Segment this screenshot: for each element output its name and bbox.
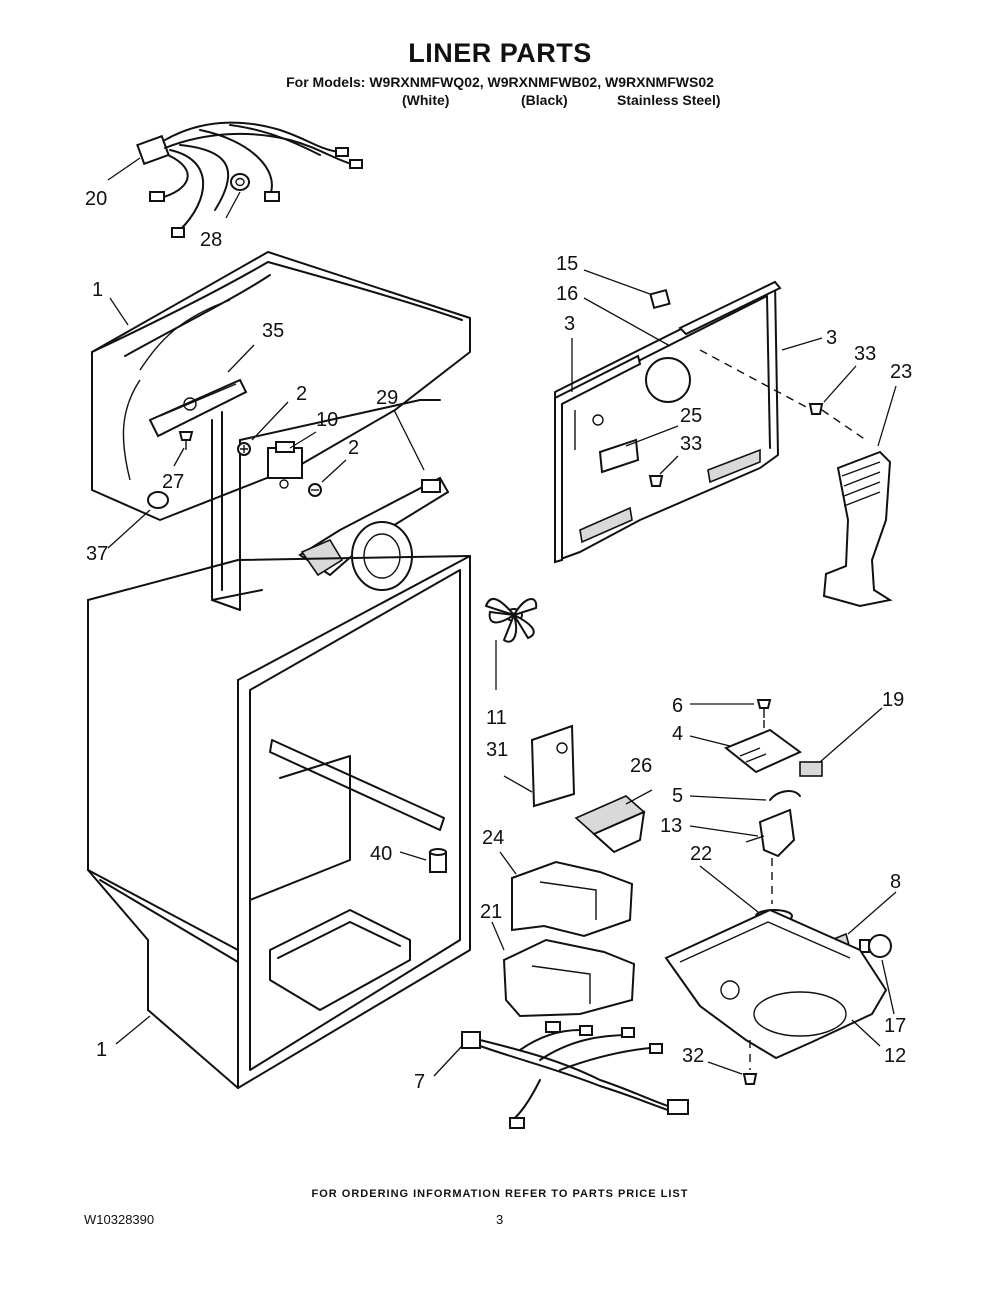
callout-17: 17	[884, 1015, 906, 1037]
callout-28: 28	[200, 229, 222, 251]
callout-25: 25	[680, 405, 702, 427]
bracket-35	[148, 378, 248, 438]
screw-2a	[237, 442, 251, 456]
fan-blade-11	[484, 598, 538, 643]
callout-27: 27	[162, 471, 184, 493]
callout-31: 31	[486, 739, 508, 761]
callout-2-b: 2	[348, 437, 359, 459]
variant-white: (White)	[402, 92, 450, 108]
screw-27	[178, 431, 194, 450]
callout-33-b: 33	[680, 433, 702, 455]
clip-5	[769, 790, 801, 801]
callout-32: 32	[682, 1045, 704, 1067]
callout-16: 16	[556, 283, 578, 305]
screw-33a	[808, 403, 824, 415]
control-board-4	[724, 728, 802, 774]
variant-stainless: Stainless Steel)	[617, 92, 721, 108]
ordering-note: FOR ORDERING INFORMATION REFER TO PARTS …	[311, 1188, 689, 1200]
bracket-25	[598, 438, 640, 474]
leader-lines	[107, 157, 897, 1077]
wire-harness-20	[136, 121, 363, 238]
callout-labels: 20 28 1 35 2 10 2 29 27 37 15 16 3 3 33 …	[85, 188, 912, 1093]
page-title: LINER PARTS	[408, 38, 592, 68]
screw-32	[742, 1073, 758, 1085]
air-duct-21	[502, 938, 636, 1018]
callout-7: 7	[414, 1071, 425, 1093]
callout-23: 23	[890, 361, 912, 383]
callout-2-a: 2	[296, 383, 307, 405]
callout-29: 29	[376, 387, 398, 409]
callout-12: 12	[884, 1045, 906, 1067]
bulb-17	[859, 934, 892, 958]
variant-black: (Black)	[521, 92, 568, 108]
callout-15: 15	[556, 253, 578, 275]
insulation-31	[530, 724, 576, 808]
wire-harness-7	[461, 1021, 689, 1129]
light-socket-40	[429, 848, 447, 873]
control-housing-12	[664, 908, 888, 1060]
page-number: 3	[496, 1212, 504, 1227]
callout-3-b: 3	[826, 327, 837, 349]
callout-24: 24	[482, 827, 504, 849]
defrost-thermostat-10	[267, 441, 303, 489]
freezer-liner-1	[91, 251, 471, 611]
callout-33-a: 33	[854, 343, 876, 365]
document-number: W10328390	[84, 1212, 155, 1227]
gasket-3b	[678, 280, 782, 336]
callout-20: 20	[85, 188, 107, 210]
callout-19: 19	[882, 689, 904, 711]
callout-6: 6	[672, 695, 683, 717]
control-housing-23	[822, 450, 893, 608]
callout-37: 37	[86, 543, 108, 565]
rear-panel-16	[554, 281, 779, 561]
callout-13: 13	[660, 815, 682, 837]
knob-37	[147, 491, 169, 509]
screw-2b	[308, 483, 322, 497]
plug-28	[230, 173, 250, 191]
callout-35: 35	[262, 320, 284, 342]
callout-10: 10	[316, 409, 338, 431]
callout-4: 4	[672, 723, 683, 745]
fresh-food-liner-1	[87, 555, 471, 1089]
screw-33b	[648, 475, 664, 487]
callout-21: 21	[480, 901, 502, 923]
plug-15	[649, 288, 671, 310]
callout-22: 22	[690, 843, 712, 865]
callout-40: 40	[370, 843, 392, 865]
callout-1-bottom: 1	[96, 1039, 107, 1061]
gasket-3a	[554, 354, 642, 564]
callout-3-a: 3	[564, 313, 575, 335]
callout-8: 8	[890, 871, 901, 893]
callout-1-top: 1	[92, 279, 103, 301]
callout-5: 5	[672, 785, 683, 807]
screw-6	[756, 699, 772, 718]
control-switch-26	[574, 795, 646, 854]
sensor-13	[745, 808, 796, 858]
callout-11: 11	[486, 707, 507, 729]
models-line: For Models: W9RXNMFWQ02, W9RXNMFWB02, W9…	[286, 74, 714, 90]
air-duct-24	[511, 860, 634, 938]
fan-shroud-29	[298, 476, 450, 591]
callout-26: 26	[630, 755, 652, 777]
switch-19	[799, 761, 823, 777]
